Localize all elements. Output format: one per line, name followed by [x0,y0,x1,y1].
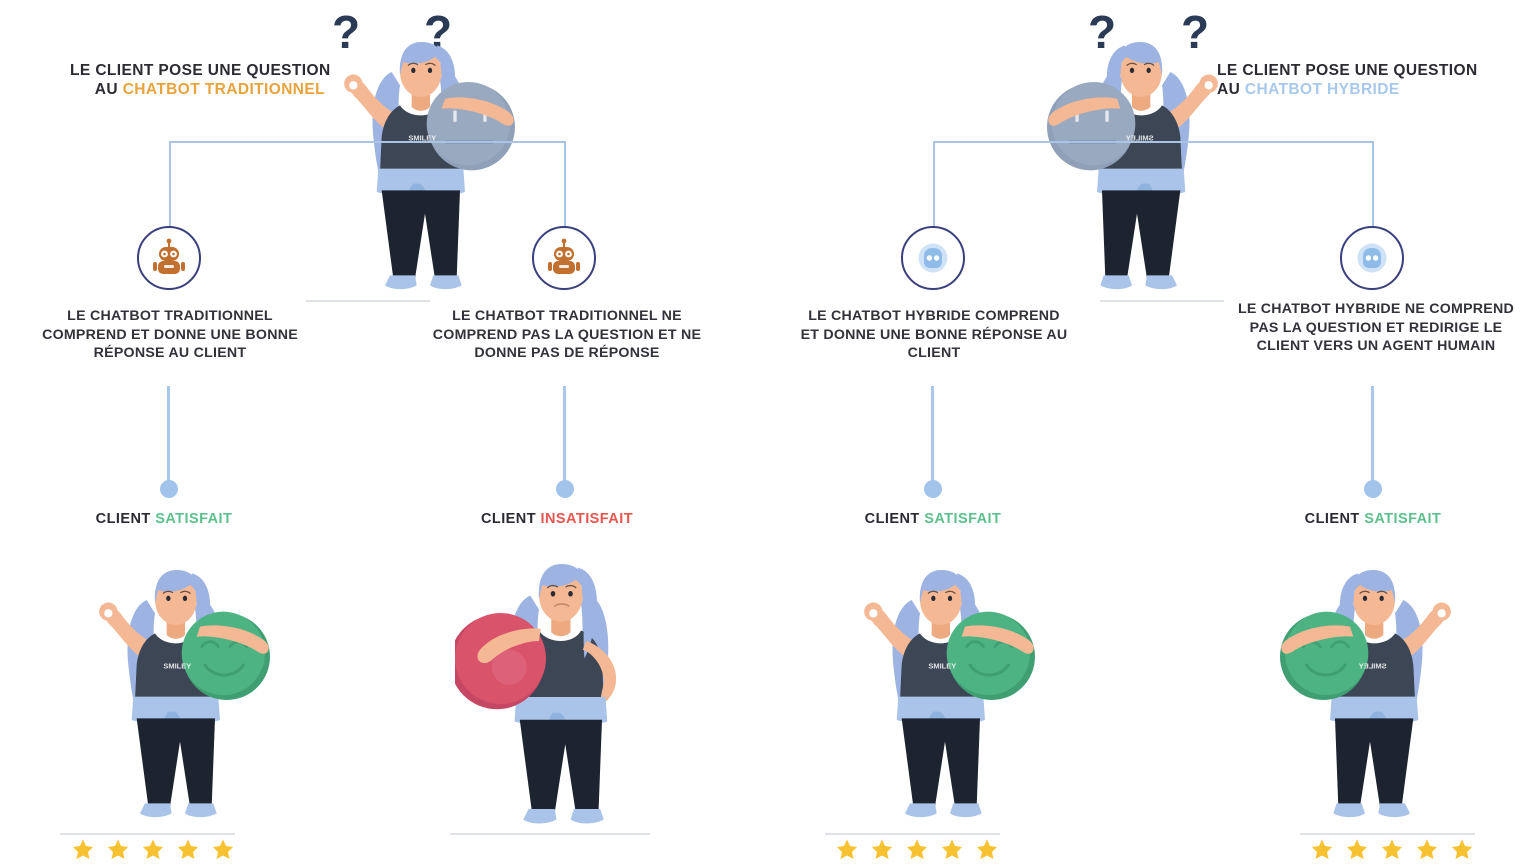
connector-stem [563,386,566,490]
result-status: INSATISFAIT [540,511,634,527]
ground-line [1100,300,1224,302]
star-icon [907,839,927,859]
character-satisfied: SMILEY [863,569,1035,818]
shirt-text: SMILEY [1359,661,1387,670]
robot-blue-icon [1357,243,1387,273]
description-hybride-handoff: LE CHATBOT HYBRIDE NE COMPREND PAS LA QU… [1237,301,1514,355]
question-mark-icon: ? [1181,6,1209,58]
connector-vertical-right [564,141,566,229]
star-icon [1452,839,1472,859]
shirt-text: SMILEY [408,133,436,142]
connector-dot [924,480,942,498]
bot-badge-hybride-handoff[interactable] [1340,226,1404,290]
result-status: SATISFAIT [924,511,1002,527]
result-traditionnel-success: CLIENT SATISFAIT [69,511,259,527]
star-icon [1382,839,1402,859]
headline-prefix: AU [94,80,123,98]
bot-badge-traditionnel-success[interactable] [137,226,201,290]
connector-vertical-left [933,141,935,229]
shirt-text: SMILEY [928,661,956,670]
character-satisfied: SMILEY [1280,569,1452,818]
star-icon [1347,839,1367,859]
headline-accent: CHATBOT TRADITIONNEL [122,80,325,98]
star-icon [178,839,198,859]
result-prefix: CLIENT [864,511,925,527]
headline-line1: LE CLIENT POSE UNE QUESTION [70,62,331,79]
robot-orange-icon [548,238,580,274]
connector-stem [931,386,934,490]
rating-stars-hybride-handoff [1311,838,1473,860]
headline-prefix: AU [1217,80,1245,98]
connector-dot [556,480,574,498]
svg-text:?: ? [332,6,360,58]
connector-vertical-right [1372,141,1374,229]
ground-line [450,833,650,835]
result-status: SATISFAIT [1364,511,1442,527]
description-traditionnel-success: LE CHATBOT TRADITIONNEL COMPREND ET DONN… [42,308,298,362]
result-hybride-success: CLIENT SATISFAIT [838,511,1028,527]
star-icon [73,839,93,859]
character-questioning: SMILEY [1047,41,1219,290]
headline-traditionnel: LE CLIENT POSE UNE QUESTION AU CHATBOT T… [70,62,331,100]
star-icon [143,839,163,859]
rating-stars-traditionnel-success [72,838,234,860]
star-icon [108,839,128,859]
robot-blue-icon [918,243,948,273]
ground-line [825,833,1000,835]
bot-badge-hybride-success[interactable] [901,226,965,290]
star-icon [977,839,997,859]
star-icon [1417,839,1437,859]
connector-dot [1364,480,1382,498]
shirt-text: SMILEY [1126,133,1154,142]
description-hybride-success: LE CHATBOT HYBRIDE COMPREND ET DONNE UNE… [800,308,1068,362]
bot-badge-traditionnel-failure[interactable] [532,226,596,290]
ground-line [60,833,235,835]
connector-dot [160,480,178,498]
headline-accent: CHATBOT HYBRIDE [1244,80,1400,98]
ground-line [306,300,430,302]
character-dissatisfied [455,564,617,824]
result-prefix: CLIENT [95,511,156,527]
headline-line2: AU CHATBOT HYBRIDE [1217,81,1517,100]
result-status: SATISFAIT [155,511,233,527]
ground-line [1300,833,1475,835]
svg-text:?: ? [1181,6,1209,58]
connector-vertical-left [169,141,171,229]
star-icon [213,839,233,859]
star-icon [1312,839,1332,859]
headline-hybride: LE CLIENT POSE UNE QUESTION AU CHATBOT H… [1217,62,1517,99]
shirt-text: SMILEY [163,661,191,670]
connector-stem [167,386,170,490]
connector-stem [1371,386,1374,490]
connector-horizontal [934,141,1374,143]
result-traditionnel-failure: CLIENT INSATISFAIT [462,511,652,527]
star-icon [872,839,892,859]
character-questioning: SMILEY [343,41,515,290]
result-prefix: CLIENT [1304,511,1365,527]
result-prefix: CLIENT [480,511,541,527]
description-traditionnel-failure: LE CHATBOT TRADITIONNEL NE COMPREND PAS … [432,308,702,362]
headline-line2: AU CHATBOT TRADITIONNEL [70,81,325,100]
rating-stars-hybride-success [836,838,998,860]
question-mark-icon: ? [1088,6,1116,58]
character-satisfied: SMILEY [98,569,270,818]
svg-text:?: ? [1088,6,1116,58]
connector-horizontal [170,141,565,143]
question-mark-icon: ? [332,6,360,58]
star-icon [837,839,857,859]
result-hybride-handoff: CLIENT SATISFAIT [1278,511,1468,527]
headline-line1: LE CLIENT POSE UNE QUESTION [1217,62,1478,79]
star-icon [942,839,962,859]
robot-orange-icon [153,238,185,274]
